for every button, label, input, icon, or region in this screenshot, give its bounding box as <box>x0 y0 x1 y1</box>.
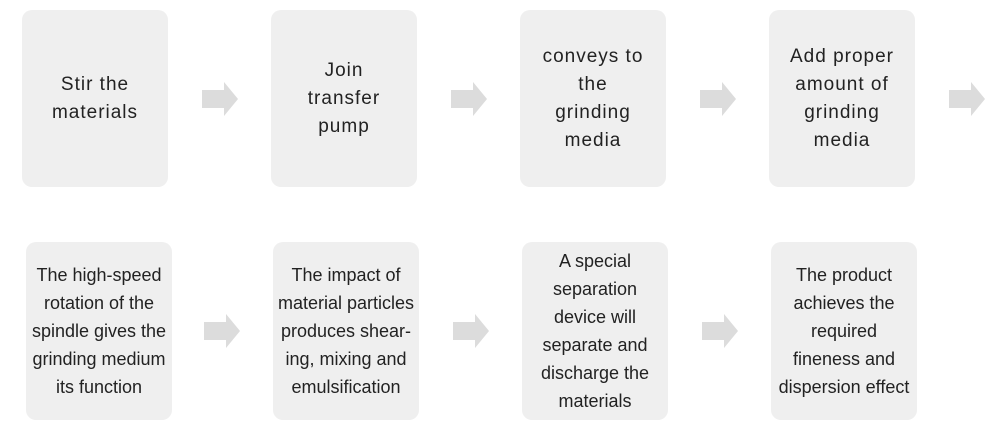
arrow-right-icon <box>702 314 738 348</box>
step-stir-materials: Stir the materials <box>22 10 168 187</box>
step-label: Add proper amount of grinding media <box>789 45 894 151</box>
step-spindle-rotation: The high-speed rotation of the spindle g… <box>26 242 172 420</box>
step-label: A special separation device will separat… <box>540 251 650 411</box>
step-label: Join transfer pump <box>307 59 381 137</box>
arrow-right-icon <box>204 314 240 348</box>
step-label: The product achieves the required finene… <box>778 265 910 397</box>
step-label: The impact of material particles produce… <box>277 265 415 397</box>
arrow-right-icon <box>202 82 238 116</box>
arrow-right-icon <box>451 82 487 116</box>
arrow-right-icon <box>949 82 985 116</box>
step-separation-device: A special separation device will separat… <box>522 242 668 420</box>
step-join-transfer-pump: Join transfer pump <box>271 10 417 187</box>
arrow-right-icon <box>453 314 489 348</box>
step-label: The high-speed rotation of the spindle g… <box>31 265 167 397</box>
step-impact-particles: The impact of material particles produce… <box>273 242 419 420</box>
step-add-grinding-media: Add proper amount of grinding media <box>769 10 915 187</box>
step-label: conveys to the grinding media <box>542 45 644 151</box>
step-label: Stir the materials <box>51 73 139 123</box>
arrow-right-icon <box>700 82 736 116</box>
step-product-fineness: The product achieves the required finene… <box>771 242 917 420</box>
step-conveys-grinding-media: conveys to the grinding media <box>520 10 666 187</box>
